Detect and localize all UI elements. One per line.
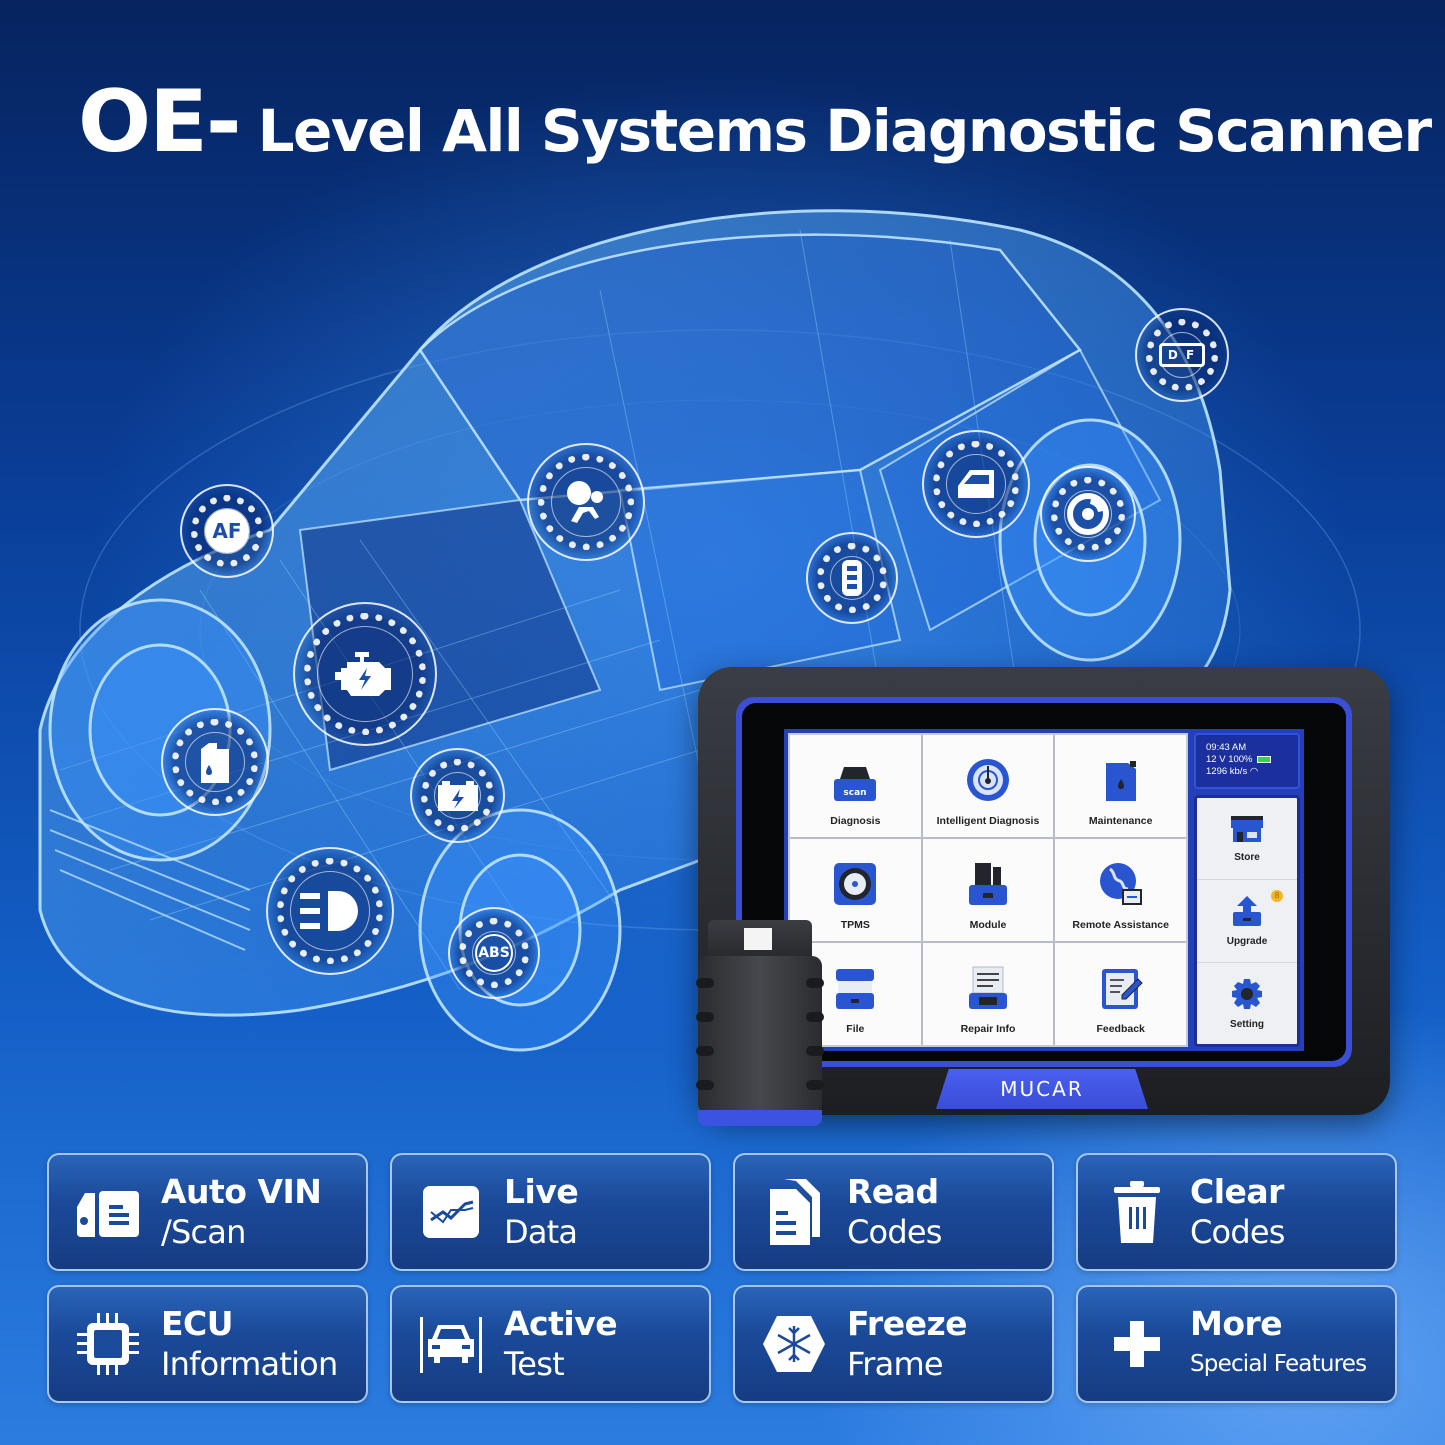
dongle-body [696,956,824,1114]
app-intelligent-diagnosis[interactable]: Intelligent Diagnosis [922,735,1054,837]
status-time: 09:43 AM [1206,742,1247,753]
engine-check-icon [293,602,437,746]
app-diagnosis[interactable]: scan Diagnosis [790,735,921,837]
app-module[interactable]: Module [922,839,1054,941]
chip-icon [73,1309,143,1379]
headline: OE- Level All Systems Diagnostic Scanner [78,72,1432,172]
app-maintenance[interactable]: Maintenance [1055,735,1186,837]
vin-scan-icon [73,1177,143,1247]
window-door-icon [922,430,1030,538]
app-remote-assistance[interactable]: Remote Assistance [1055,839,1186,941]
feedback-pen-icon [1101,969,1143,1009]
oil-can-icon [161,708,269,816]
app-grid: scan Diagnosis Intelligent Diagnosis Mai… [788,733,1188,1047]
store-icon [1231,816,1263,843]
side-menu: Store 8 Upgrade Setting [1194,795,1300,1047]
car-lift-icon [416,1309,486,1379]
feature-ecu-information[interactable]: ECU Information [47,1285,368,1403]
tire-icon [834,863,877,905]
feature-auto-vin-scan[interactable]: Auto VIN /Scan [47,1153,368,1271]
brake-disc-icon [1040,466,1136,562]
feature-freeze-frame[interactable]: Freeze Frame [733,1285,1054,1403]
battery-icon [1257,755,1272,763]
side-item-store[interactable]: Store [1197,798,1297,881]
feature-read-codes[interactable]: Read Codes [733,1153,1054,1271]
app-feedback[interactable]: Feedback [1055,943,1186,1045]
scan-car-icon: scan [834,767,877,801]
plus-icon [1102,1309,1172,1379]
feature-grid: Auto VIN /Scan Live Data Read Codes Clea… [47,1153,1398,1403]
radar-icon [966,759,1009,801]
status-power: 12 V 100% [1206,754,1288,766]
headline-text: Level All Systems Diagnostic Scanner [257,97,1433,165]
upgrade-icon [1233,896,1261,927]
obd-dongle [696,920,824,1126]
headlight-icon [266,847,394,975]
live-data-icon [416,1177,486,1247]
gear-icon [1232,978,1262,1009]
repair-info-icon [968,966,1007,1009]
upgrade-badge: 8 [1271,890,1283,903]
side-item-setting[interactable]: Setting [1197,963,1297,1044]
feature-clear-codes[interactable]: Clear Codes [1076,1153,1397,1271]
wifi-icon: ◠ [1249,766,1259,777]
globe-remote-icon [1099,863,1142,905]
tablet-screen: scan Diagnosis Intelligent Diagnosis Mai… [742,703,1346,1061]
feature-active-test[interactable]: Active Test [390,1285,711,1403]
battery-icon [410,748,505,843]
trash-icon [1102,1177,1172,1247]
dongle-base [698,1110,822,1126]
airbag-srs-icon [527,443,645,561]
side-column: 09:43 AM 12 V 100% 1296 kb/s ◠ [1194,733,1300,1047]
oil-jerrycan-icon [1105,761,1136,801]
af-icon: AF [180,484,274,578]
brand-logo: MUCAR [936,1069,1148,1109]
status-network: 1296 kb/s ◠ [1206,766,1259,777]
headline-prefix: OE- [78,72,242,172]
tablet-bezel: scan Diagnosis Intelligent Diagnosis Mai… [736,697,1352,1067]
dongle-connector [708,920,812,960]
dpf-icon: D F [1135,308,1229,402]
abs-icon: ABS [448,907,540,999]
home-screen: scan Diagnosis Intelligent Diagnosis Mai… [784,729,1304,1051]
key-fob-icon [806,532,898,624]
module-box-icon [968,863,1007,905]
app-repair-info[interactable]: Repair Info [922,943,1054,1045]
diagnostic-tablet: scan Diagnosis Intelligent Diagnosis Mai… [698,667,1390,1115]
feature-live-data[interactable]: Live Data [390,1153,711,1271]
svg-text:scan: scan [844,788,867,798]
status-panel: 09:43 AM 12 V 100% 1296 kb/s ◠ [1194,733,1300,789]
feature-more-special-features[interactable]: More Special Features [1076,1285,1397,1403]
snowflake-icon [759,1309,829,1379]
read-codes-icon [759,1177,829,1247]
car-wireframe-illustration: AF ABS D F [0,170,1445,1070]
side-item-upgrade[interactable]: 8 Upgrade [1197,880,1297,963]
file-box-icon [836,969,875,1009]
